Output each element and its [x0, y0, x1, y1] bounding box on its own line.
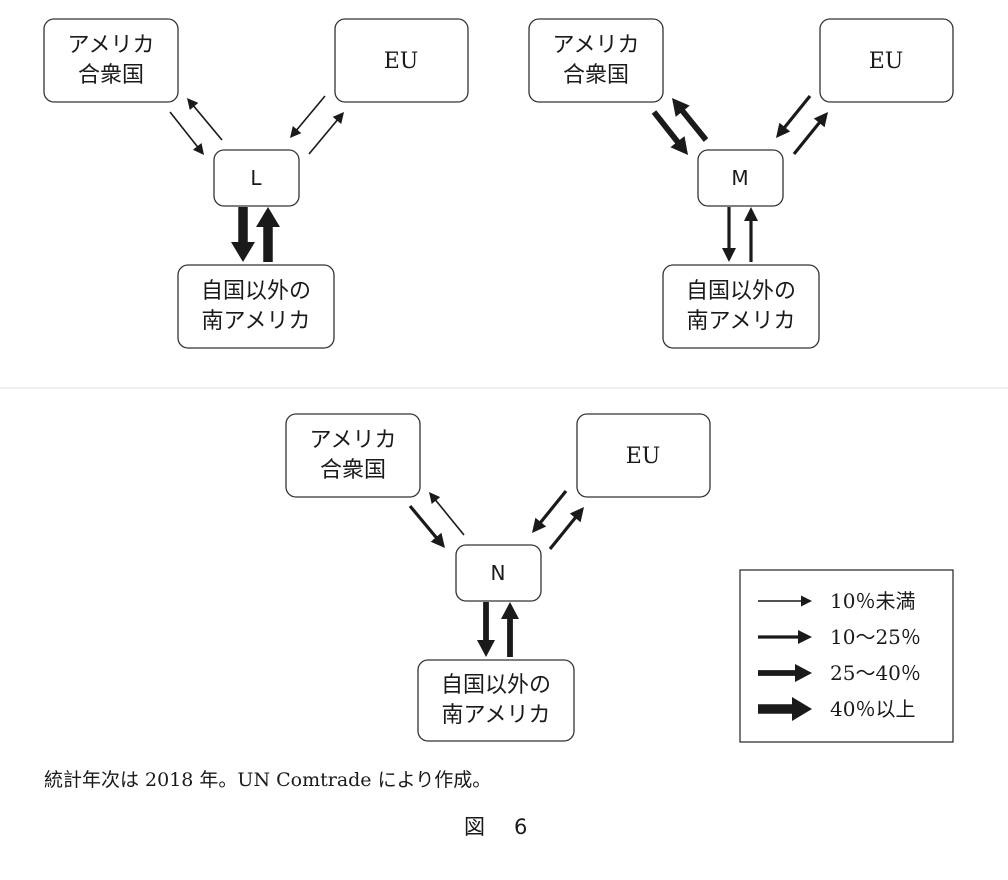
panel-m-center-label: M — [731, 166, 748, 190]
panel-m-arrow-to-eu — [792, 112, 828, 156]
panel-m-sam-label-line1: 自国以外の — [686, 279, 796, 304]
legend-label-10-25: 10〜25％ — [830, 625, 921, 649]
arrow-head — [231, 242, 255, 262]
panel-l-usa-box — [43, 18, 179, 103]
arrow-shaft — [435, 499, 465, 536]
legend-arrow-under-10 — [758, 595, 812, 607]
panel-m-eu-box — [819, 18, 954, 103]
arrow-shaft — [548, 516, 577, 551]
panel-l-arrow-from-eu — [290, 95, 326, 138]
arrow-head — [569, 507, 584, 523]
panel-m-arrow-from-eu — [776, 94, 812, 138]
arrow-head — [672, 98, 690, 117]
legend-arrow-25-40 — [758, 664, 812, 682]
arrow-shaft — [169, 111, 199, 148]
panel-n-usa-box — [285, 413, 421, 498]
panel-m-arrow-from-usa — [651, 110, 688, 155]
arrow-head — [501, 602, 519, 619]
panel-l-arrow-from-sam — [256, 207, 280, 262]
source-note: 統計年次は 2018 年。UN Comtrade により作成。 — [44, 769, 491, 791]
panel-n-arrow-to-sam — [477, 602, 495, 657]
panel-l-sam-label-line2: 南アメリカ — [202, 309, 311, 334]
panel-m-arrow-to-sam — [722, 207, 736, 262]
panel-n-eu-box — [576, 413, 711, 498]
panel-l-sam-label-line1: 自国以外の — [201, 279, 311, 304]
panel-n-usa-label-line1: アメリカ — [310, 428, 397, 453]
panel-n-sam-label-line1: 自国以外の — [441, 673, 551, 698]
panel-l-eu-label: EU — [384, 49, 419, 74]
figure-number: 6 — [514, 815, 527, 839]
legend: 10％未満 10〜25％ 25〜40％ 40％以上 — [739, 569, 954, 743]
arrow-head — [187, 98, 199, 110]
panel-n-center-label: N — [491, 561, 506, 585]
legend-arrow-10-25 — [758, 630, 812, 644]
legend-label-25-40: 25〜40％ — [830, 661, 921, 685]
arrow-head — [290, 126, 302, 138]
panel-l: アメリカ 合衆国 EU L 自国以外の 南アメリカ — [43, 18, 469, 349]
arrow-head — [795, 664, 812, 682]
arrow-shaft — [193, 105, 223, 141]
arrow-head — [744, 207, 758, 221]
arrow-head — [192, 143, 204, 155]
arrow-shaft — [296, 95, 326, 131]
panel-l-eu-box — [334, 18, 469, 103]
panel-m-usa-box — [528, 18, 664, 103]
arrow-shaft — [651, 110, 681, 144]
panel-l-arrow-to-sam — [231, 207, 255, 262]
panel-m-usa-label-line2: 合衆国 — [563, 63, 629, 88]
arrow-shaft — [539, 489, 568, 524]
legend-label-over-40: 40％以上 — [830, 697, 915, 721]
panel-m-arrow-from-sam — [744, 207, 758, 262]
arrow-head — [776, 122, 791, 138]
arrow-head — [429, 492, 441, 504]
arrow-shaft — [308, 119, 338, 155]
figure-label: 図 — [464, 815, 485, 839]
panel-l-center-box — [213, 149, 300, 207]
legend-arrow-over-40 — [758, 697, 812, 721]
arrow-head — [256, 207, 280, 227]
arrow-head — [798, 630, 812, 644]
panel-n-arrow-from-usa — [408, 504, 445, 548]
arrow-shaft — [408, 504, 438, 539]
panel-n-usa-label-line2: 合衆国 — [320, 458, 386, 483]
panel-l-arrow-to-usa — [187, 98, 223, 141]
arrow-head — [722, 248, 736, 262]
arrow-shaft — [792, 121, 821, 156]
panel-l-usa-label-line2: 合衆国 — [78, 63, 144, 88]
arrow-head — [670, 136, 688, 155]
panel-n-center-box — [455, 544, 542, 602]
arrow-head — [332, 112, 344, 124]
arrow-head — [430, 532, 445, 548]
panel-n-eu-label: EU — [626, 444, 661, 469]
arrow-shaft — [783, 94, 812, 129]
arrow-head — [813, 112, 828, 128]
panel-n-sam-box — [417, 659, 575, 742]
legend-label-under-10: 10％未満 — [830, 589, 915, 613]
panel-l-sam-box — [177, 264, 335, 349]
arrow-head — [792, 697, 812, 721]
panel-m-sam-box — [662, 264, 820, 349]
panel-l-center-label: L — [250, 166, 262, 190]
panel-n-arrow-from-eu — [532, 489, 568, 533]
arrow-head — [477, 640, 495, 657]
arrow-head — [532, 517, 547, 533]
panel-l-usa-label-line1: アメリカ — [68, 33, 155, 58]
panel-m-sam-label-line2: 南アメリカ — [687, 309, 796, 334]
panel-l-arrow-from-usa — [169, 111, 204, 155]
panel-n: アメリカ 合衆国 EU N 自国以外の 南アメリカ — [285, 413, 711, 742]
panel-m-eu-label: EU — [869, 49, 904, 74]
panel-n-arrow-to-eu — [548, 507, 584, 551]
arrow-head — [801, 595, 812, 607]
panel-m-arrow-to-usa — [672, 98, 709, 142]
arrow-shaft — [680, 108, 709, 142]
panel-m: アメリカ 合衆国 EU M 自国以外の 南アメリカ — [528, 18, 954, 349]
panel-m-center-box — [697, 149, 784, 207]
panel-n-arrow-from-sam — [501, 602, 519, 657]
panel-l-arrow-to-eu — [308, 112, 344, 155]
panel-m-usa-label-line1: アメリカ — [553, 33, 640, 58]
panel-n-sam-label-line2: 南アメリカ — [442, 703, 551, 728]
panel-n-arrow-to-usa — [429, 492, 465, 536]
